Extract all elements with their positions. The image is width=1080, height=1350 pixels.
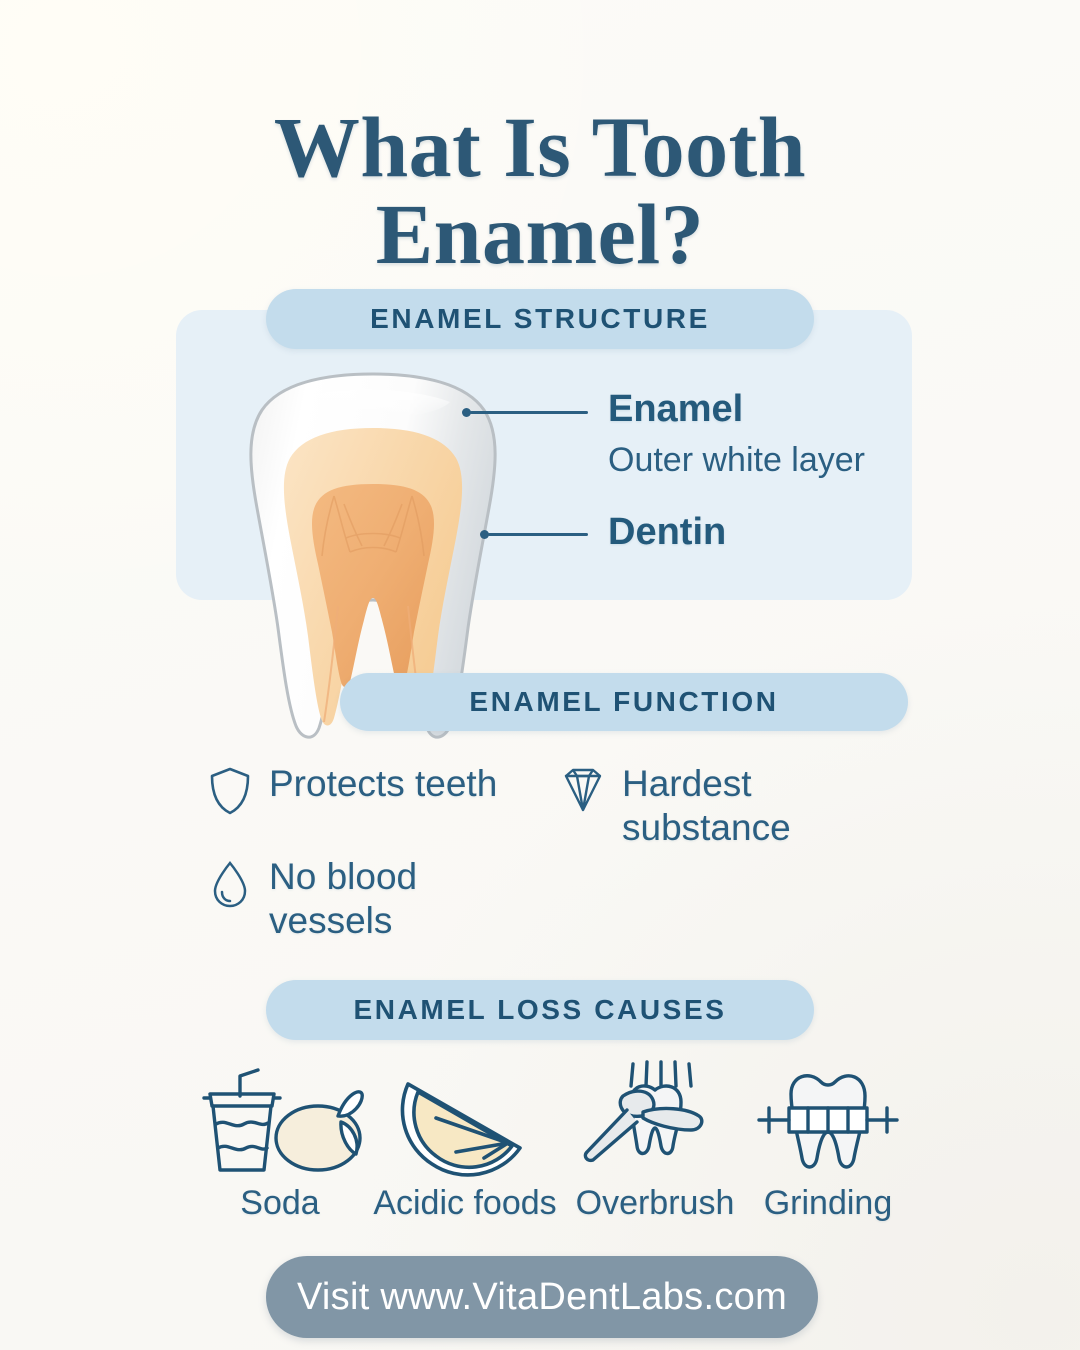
cause-item-overbrush: Overbrush (565, 1060, 745, 1223)
tooth-braces-icon (757, 1074, 899, 1169)
label-enamel: Enamel (608, 388, 744, 430)
tooth-cross-section-illustration (249, 372, 497, 739)
leader-line-dentin (488, 533, 588, 536)
water-drop-icon (213, 861, 247, 908)
enamel-highlight (298, 389, 450, 419)
section-heading-function: ENAMEL FUNCTION (340, 673, 908, 731)
function-item-hardest-substance-text: Hardest substance (622, 762, 791, 849)
cause-item-soda: Soda (190, 1060, 370, 1223)
page-title-line-1: What Is Tooth (273, 98, 807, 195)
section-heading-structure-label: ENAMEL STRUCTURE (370, 303, 710, 334)
section-heading-causes: ENAMEL LOSS CAUSES (266, 980, 814, 1040)
function-line-1: Protects teeth (269, 763, 498, 804)
soda-cup-icon (202, 1068, 364, 1172)
lemon-slice-icon (400, 1082, 522, 1177)
function-line-1: No blood (269, 856, 418, 897)
cause-icon-wrap (190, 1060, 370, 1178)
cause-icon-wrap (565, 1060, 745, 1178)
label-enamel-sub: Outer white layer (608, 441, 865, 479)
function-item-hardest-substance: Hardest substance (560, 762, 890, 849)
toothbrush-icon (583, 1060, 704, 1163)
cause-icon-wrap (370, 1060, 560, 1178)
page-title-line-2: Enamel? (375, 186, 705, 283)
function-line-2: substance (622, 806, 791, 848)
shield-icon (210, 767, 250, 815)
cause-icon-wrap (748, 1060, 908, 1178)
tooth-pulp-chamber (311, 484, 435, 688)
function-item-protects-teeth-text: Protects teeth (269, 762, 497, 806)
leader-line-enamel (470, 411, 588, 414)
cause-label-acidic-foods: Acidic foods (373, 1184, 557, 1222)
leader-dot-enamel (462, 408, 471, 417)
function-item-no-blood-vessels: No blood vessels (207, 855, 507, 942)
pulp-canal-lines (321, 495, 425, 557)
label-dentin: Dentin (608, 511, 727, 553)
function-item-no-blood-vessels-text: No blood vessels (269, 855, 417, 942)
function-line-1: Hardest (622, 763, 752, 804)
cause-item-grinding: Grinding (748, 1060, 908, 1223)
cause-label-overbrush: Overbrush (575, 1184, 735, 1222)
function-line-2: vessels (269, 899, 393, 941)
cta-label: Visit www.VitaDentLabs.com (296, 1275, 788, 1318)
cause-label-grinding: Grinding (763, 1184, 893, 1222)
diamond-icon (564, 768, 602, 812)
cause-label-soda: Soda (240, 1184, 320, 1222)
section-heading-causes-label: ENAMEL LOSS CAUSES (353, 994, 727, 1025)
cta-visit-website-button[interactable]: Visit www.VitaDentLabs.com (266, 1256, 818, 1338)
cause-item-acidic-foods: Acidic foods (370, 1060, 560, 1223)
section-heading-function-label: ENAMEL FUNCTION (469, 686, 779, 717)
page-title: What Is Tooth Enamel? (0, 103, 1080, 283)
function-item-protects-teeth: Protects teeth (207, 762, 497, 816)
section-heading-structure: ENAMEL STRUCTURE (266, 289, 814, 349)
leader-dot-dentin (480, 530, 489, 539)
